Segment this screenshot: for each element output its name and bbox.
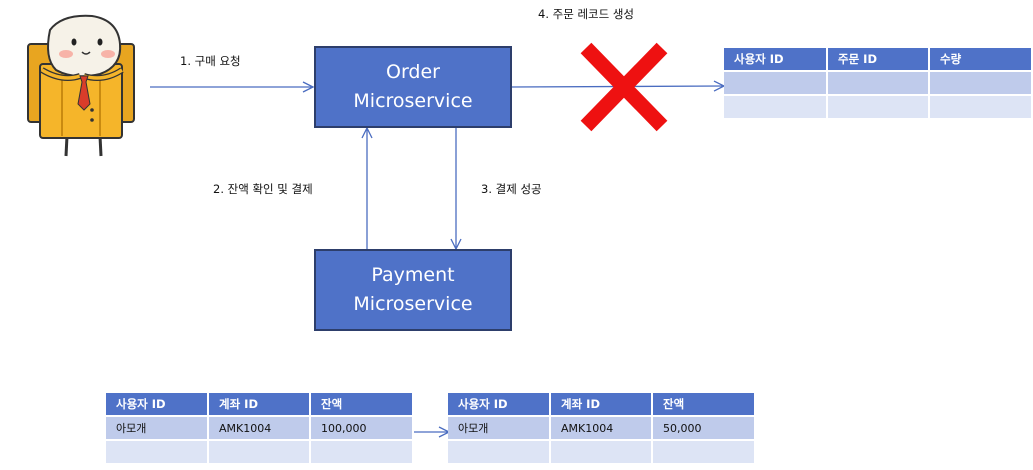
- payment-microservice-box: Payment Microservice: [314, 249, 512, 331]
- mascot-icon: [27, 14, 135, 157]
- table-cell: [310, 440, 414, 465]
- column-header-user-id: 사용자 ID: [448, 393, 551, 417]
- payment-service-line2: Microservice: [353, 293, 473, 315]
- order-record-table: 사용자 ID 주문 ID 수량: [724, 48, 1033, 120]
- table-cell: 100,000: [310, 416, 414, 441]
- column-header-user-id: 사용자 ID: [724, 48, 828, 72]
- table-cell: [550, 440, 653, 465]
- column-header-quantity: 수량: [929, 48, 1033, 72]
- table-cell: 아모개: [106, 416, 209, 441]
- table-row: 아모개 AMK1004 100,000: [106, 416, 414, 441]
- order-service-line2: Microservice: [353, 90, 473, 112]
- column-header-order-id: 주문 ID: [827, 48, 930, 72]
- table-cell: AMK1004: [208, 416, 311, 441]
- order-microservice-box: Order Microservice: [314, 46, 512, 128]
- table-cell: [724, 95, 828, 120]
- table-cell: [827, 71, 930, 96]
- column-header-account-id: 계좌 ID: [208, 393, 311, 417]
- table-cell: [652, 440, 756, 465]
- table-cell: [106, 440, 209, 465]
- table-row: [106, 440, 414, 465]
- table-row: 아모개 AMK1004 50,000: [448, 416, 756, 441]
- table-row: [724, 95, 1033, 120]
- order-service-line1: Order: [386, 61, 440, 83]
- account-table-before: 사용자 ID 계좌 ID 잔액 아모개 AMK1004 100,000: [106, 393, 414, 465]
- table-row: [724, 71, 1033, 96]
- step3-label: 3. 결제 성공: [481, 182, 542, 196]
- column-header-balance: 잔액: [652, 393, 756, 417]
- table-header-row: 사용자 ID 주문 ID 수량: [724, 48, 1033, 72]
- table-cell: [724, 71, 828, 96]
- step2-label: 2. 잔액 확인 및 결제: [213, 182, 313, 196]
- column-header-balance: 잔액: [310, 393, 414, 417]
- table-cell: [929, 71, 1033, 96]
- table-cell: [208, 440, 311, 465]
- payment-service-line1: Payment: [371, 264, 455, 286]
- column-header-account-id: 계좌 ID: [550, 393, 653, 417]
- table-cell: 아모개: [448, 416, 551, 441]
- table-header-row: 사용자 ID 계좌 ID 잔액: [448, 393, 756, 417]
- column-header-user-id: 사용자 ID: [106, 393, 209, 417]
- table-cell: 50,000: [652, 416, 756, 441]
- table-cell: [827, 95, 930, 120]
- table-cell: AMK1004: [550, 416, 653, 441]
- table-cell: [448, 440, 551, 465]
- table-cell: [929, 95, 1033, 120]
- cross-icon: [580, 42, 668, 132]
- step1-label: 1. 구매 요청: [180, 54, 241, 68]
- step4-label: 4. 주문 레코드 생성: [538, 7, 634, 21]
- account-table-after: 사용자 ID 계좌 ID 잔액 아모개 AMK1004 50,000: [448, 393, 756, 465]
- table-header-row: 사용자 ID 계좌 ID 잔액: [106, 393, 414, 417]
- table-row: [448, 440, 756, 465]
